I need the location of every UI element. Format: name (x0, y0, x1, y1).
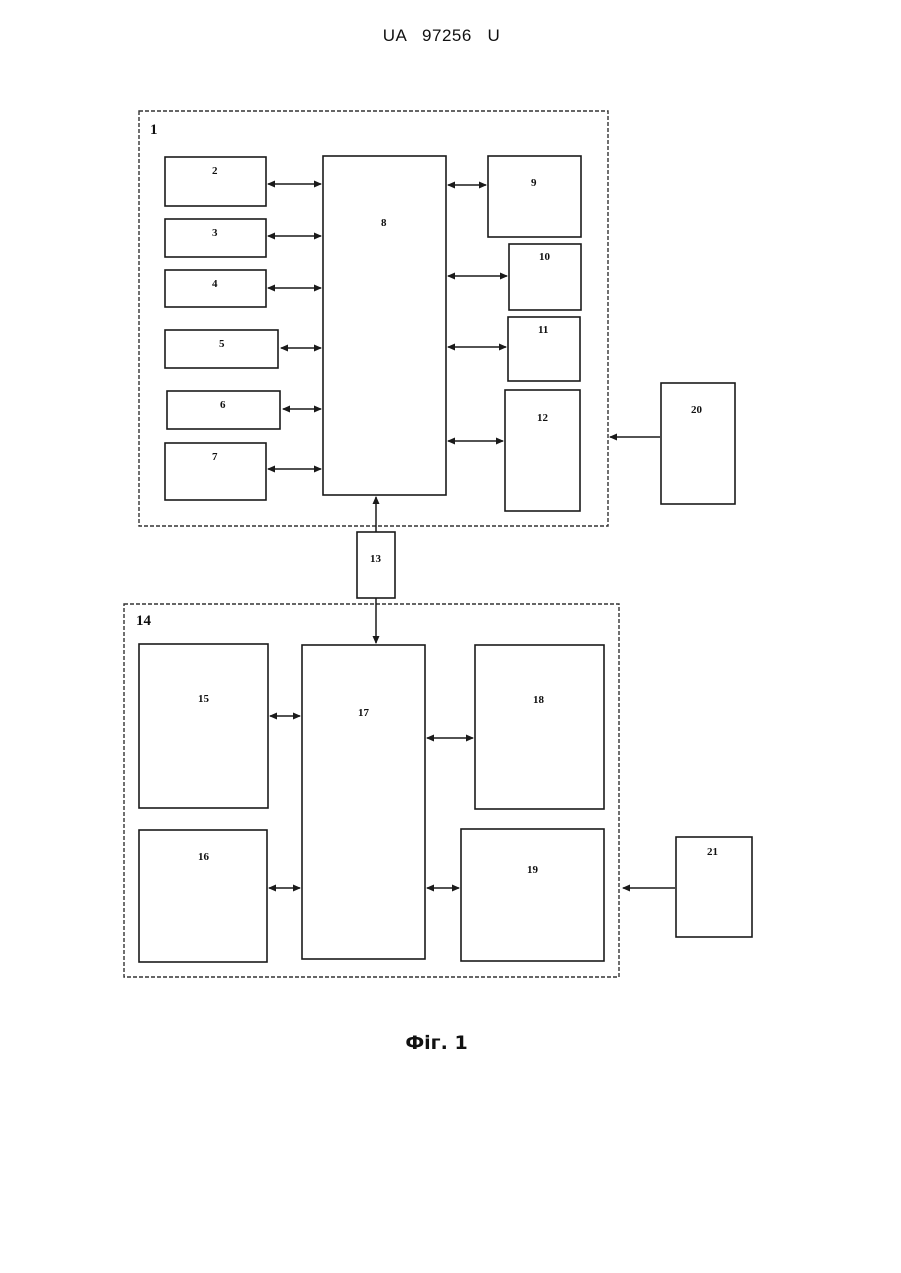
block-9-label: 9 (531, 177, 537, 189)
block-10-label: 10 (539, 251, 551, 263)
block-11-label: 11 (538, 324, 548, 336)
block-19-label: 19 (527, 864, 539, 876)
block-16 (139, 830, 267, 962)
block-21-label: 21 (707, 846, 718, 858)
figure-caption: Фіг. 1 (0, 1032, 873, 1054)
block-15-label: 15 (198, 693, 210, 705)
block-2-label: 2 (212, 165, 218, 177)
block-8 (323, 156, 446, 495)
block-6-label: 6 (220, 399, 226, 411)
group-1-label: 1 (150, 122, 158, 138)
block-13 (357, 532, 395, 598)
block-8-label: 8 (381, 217, 387, 229)
block-20-label: 20 (691, 404, 703, 416)
block-12-label: 12 (537, 412, 549, 424)
block-15 (139, 644, 268, 808)
block-20 (661, 383, 735, 504)
block-16-label: 16 (198, 851, 210, 863)
block-19 (461, 829, 604, 961)
block-13-label: 13 (370, 553, 382, 565)
block-7-label: 7 (212, 451, 218, 463)
block-17 (302, 645, 425, 959)
block-17-label: 17 (358, 707, 370, 719)
block-5-label: 5 (219, 338, 225, 350)
block-18-label: 18 (533, 694, 545, 706)
block-12 (505, 390, 580, 511)
group-14-label: 14 (136, 613, 152, 629)
block-9 (488, 156, 581, 237)
block-18 (475, 645, 604, 809)
block-4-label: 4 (212, 278, 218, 290)
block-3-label: 3 (212, 227, 218, 239)
